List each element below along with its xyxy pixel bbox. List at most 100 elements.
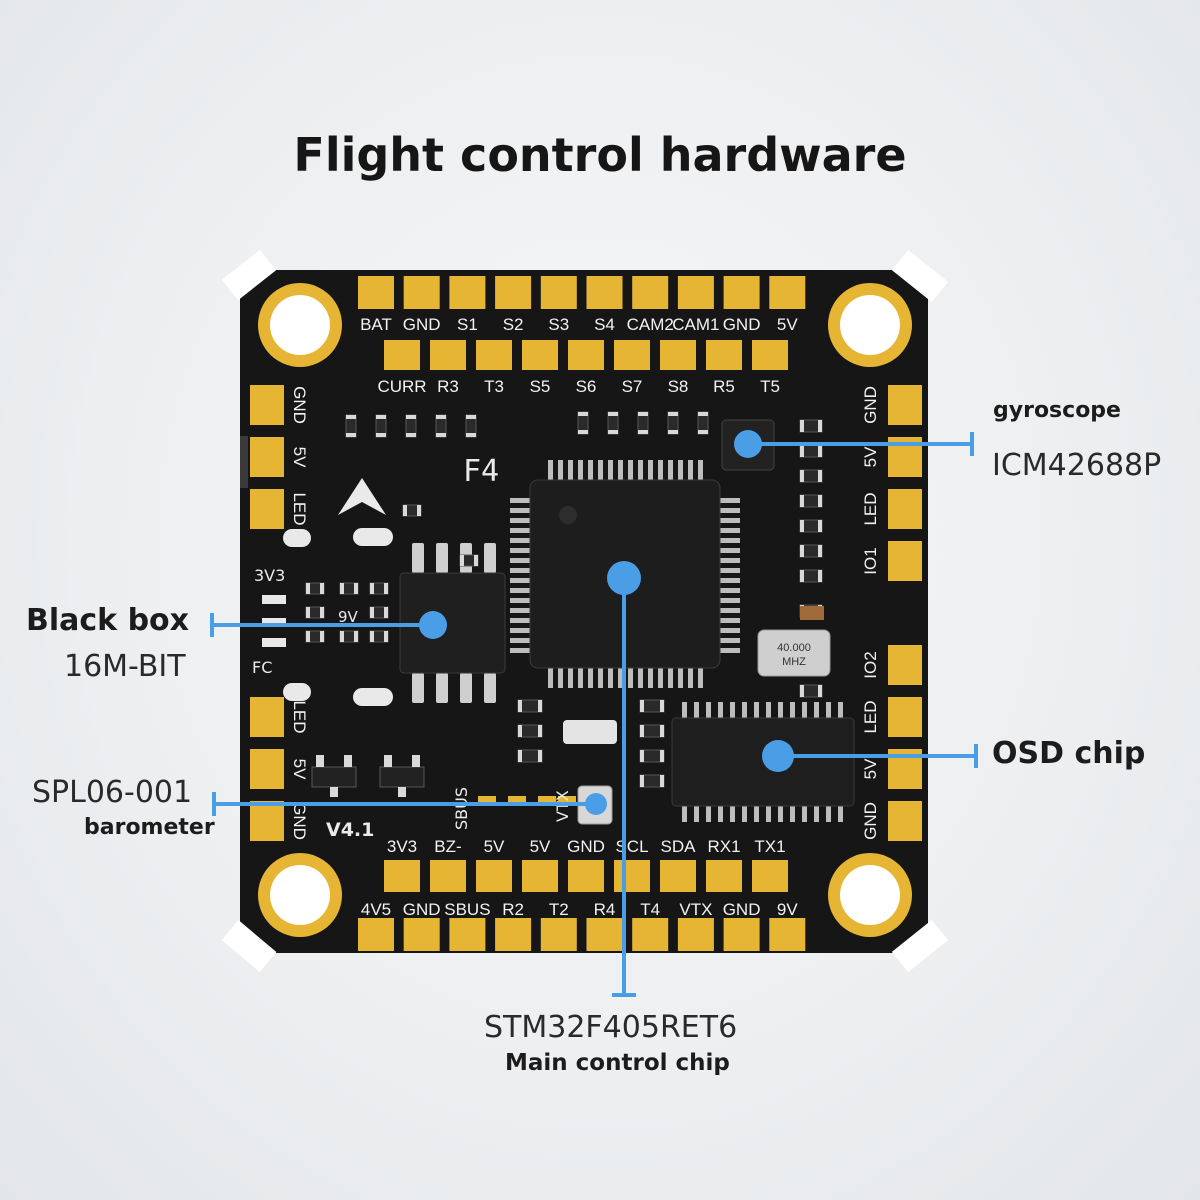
status-led bbox=[262, 618, 286, 627]
smd-part bbox=[607, 411, 619, 435]
gyro-callout-line bbox=[748, 432, 974, 456]
smd-part bbox=[799, 494, 823, 508]
top-inner-label: S8 bbox=[668, 377, 689, 396]
top-inner-pad bbox=[752, 340, 788, 370]
bottom-outer-pad bbox=[769, 918, 806, 951]
bottom-outer-label: VTX bbox=[679, 900, 712, 919]
smd-part bbox=[517, 724, 543, 738]
oval-pad bbox=[283, 529, 311, 547]
top-outer-label: S2 bbox=[503, 315, 524, 334]
smd-part bbox=[799, 469, 823, 483]
bottom-outer-label: 9V bbox=[777, 900, 798, 919]
smd-part bbox=[369, 606, 389, 619]
bottom-outer-label: T4 bbox=[640, 900, 660, 919]
smd-part bbox=[799, 444, 823, 458]
smd-part bbox=[459, 554, 479, 567]
top-outer-label: CAM2 bbox=[627, 315, 674, 334]
top-outer-pad bbox=[403, 276, 440, 309]
gyroscope-label: gyroscope bbox=[993, 398, 1121, 423]
smd-part bbox=[369, 630, 389, 643]
mount-hole-bottom-right bbox=[828, 853, 949, 973]
left-top-label: LED bbox=[290, 492, 309, 525]
osd-callout-line bbox=[778, 744, 978, 768]
top-outer-label: CAM1 bbox=[672, 315, 719, 334]
board-revision: V4.1 bbox=[326, 819, 374, 841]
top-outer-pad bbox=[358, 276, 394, 309]
left-top-label: 5V bbox=[290, 447, 309, 468]
smd-part bbox=[305, 606, 325, 619]
smd-part bbox=[435, 414, 447, 438]
edge-connector bbox=[240, 436, 248, 488]
oval-pad bbox=[353, 688, 393, 706]
bottom-outer-pad bbox=[586, 918, 623, 951]
top-inner-pad bbox=[614, 340, 650, 370]
silkscreen: F4 V4.1 3V3 9V FC SBUS VTX bbox=[252, 454, 572, 841]
bottom-inner-pad bbox=[568, 860, 604, 892]
top-inner-label: T5 bbox=[760, 377, 780, 396]
indicator-9v: 9V bbox=[338, 608, 359, 626]
mount-hole-top-right bbox=[828, 249, 949, 367]
bottom-inner-pad bbox=[706, 860, 742, 892]
board-version: F4 bbox=[463, 454, 499, 489]
transistor bbox=[379, 755, 425, 797]
gyro-callout-dot bbox=[734, 430, 762, 458]
bottom-outer-label: R2 bbox=[502, 900, 524, 919]
top-outer-pad bbox=[769, 276, 806, 309]
callout-lines bbox=[210, 432, 978, 997]
resistor bbox=[800, 606, 824, 620]
left-bottom-label: 5V bbox=[290, 759, 309, 780]
top-outer-label: GND bbox=[723, 315, 761, 334]
left-top-pad bbox=[250, 489, 284, 529]
mounting-holes bbox=[221, 249, 949, 973]
top-inner-label: R3 bbox=[437, 377, 459, 396]
smd-part bbox=[639, 699, 665, 713]
bottom-inner-pad bbox=[614, 860, 650, 892]
crystal-oscillator: 40.000 MHZ bbox=[757, 629, 831, 677]
smd-components bbox=[240, 411, 824, 797]
bottom-inner-label: 5V bbox=[530, 837, 551, 856]
mcu-label: Main control chip bbox=[505, 1050, 730, 1076]
left-top-label: GND bbox=[290, 386, 309, 424]
transistor bbox=[311, 755, 357, 797]
blackbox-label: Black box bbox=[26, 603, 190, 638]
blackbox-callout-dot bbox=[419, 611, 447, 639]
blackbox-part: 16M-BIT bbox=[64, 649, 186, 684]
right-top-pad bbox=[888, 489, 922, 529]
solder-pads bbox=[250, 276, 922, 951]
top-outer-label: S4 bbox=[594, 315, 615, 334]
top-inner-pad bbox=[384, 340, 420, 370]
smd-part bbox=[405, 414, 417, 438]
smd-part bbox=[369, 582, 389, 595]
bottom-inner-label: BZ- bbox=[434, 837, 461, 856]
left-bottom-label: GND bbox=[290, 802, 309, 840]
bottom-inner-pad bbox=[384, 860, 420, 892]
indicator-fc: FC bbox=[252, 658, 272, 677]
top-outer-pad bbox=[586, 276, 623, 309]
smd-part bbox=[639, 774, 665, 788]
right-top-label: LED bbox=[861, 492, 880, 525]
bottom-outer-label: GND bbox=[403, 900, 441, 919]
right-bottom-pad bbox=[888, 801, 922, 841]
mcu-callout-line bbox=[612, 578, 636, 997]
crystal-label-unit: MHZ bbox=[782, 656, 806, 668]
right-bottom-label: IO2 bbox=[861, 651, 880, 678]
blackbox-callout-line bbox=[210, 613, 433, 637]
right-bottom-pad bbox=[888, 645, 922, 685]
bottom-outer-label: GND bbox=[723, 900, 761, 919]
top-inner-label: S5 bbox=[530, 377, 551, 396]
smd-part bbox=[339, 630, 359, 643]
bottom-outer-pad bbox=[403, 918, 440, 951]
left-bottom-pad bbox=[250, 801, 284, 841]
right-top-label: 5V bbox=[861, 446, 880, 467]
smd-part bbox=[465, 414, 477, 438]
right-top-label: IO1 bbox=[861, 547, 880, 574]
small-pad-vtx: VTX bbox=[553, 790, 572, 822]
smd-part bbox=[667, 411, 679, 435]
top-outer-pad bbox=[449, 276, 486, 309]
right-top-pad bbox=[888, 541, 922, 581]
smd-part bbox=[799, 544, 823, 558]
bottom-inner-label: RX1 bbox=[707, 837, 740, 856]
smd-part bbox=[517, 749, 543, 763]
mount-hole-top-left bbox=[221, 249, 342, 367]
smd-part bbox=[345, 414, 357, 438]
